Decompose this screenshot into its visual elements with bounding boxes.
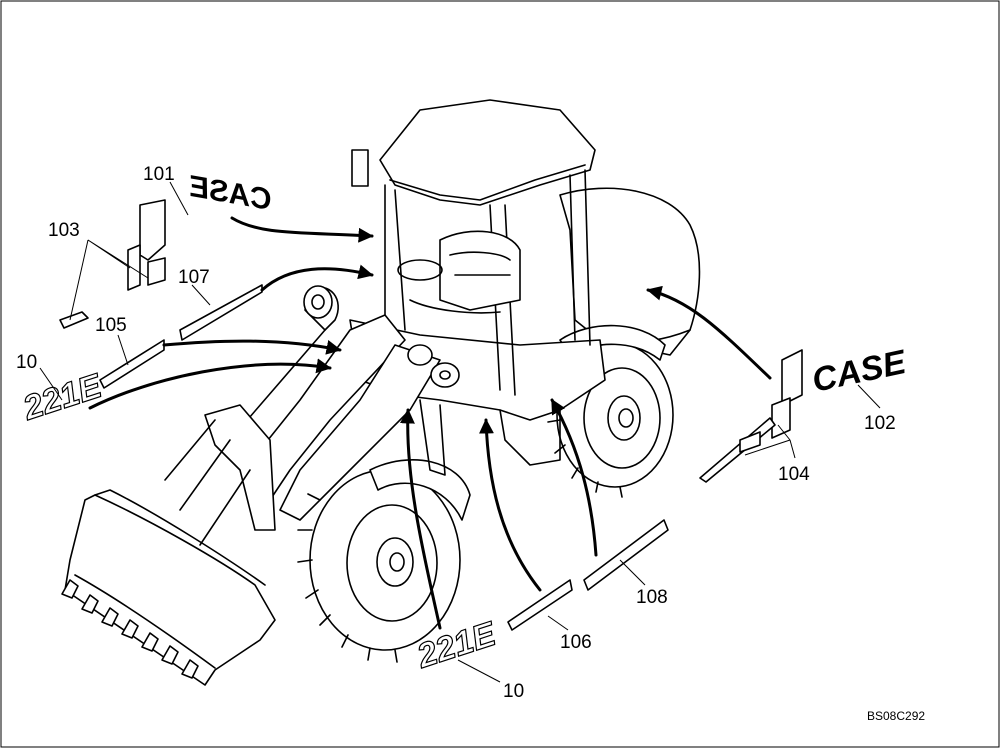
leader-106 (547, 615, 569, 631)
work-light (351, 149, 369, 187)
leader-107 (191, 284, 211, 306)
cab-post-rear-2 (584, 169, 591, 346)
arrow-105 (162, 339, 342, 355)
cab-post-rear (569, 174, 576, 341)
leader-104 (744, 424, 796, 459)
arrow-102 (646, 285, 772, 380)
arrow-10-left (88, 358, 332, 410)
wheel-loader (61, 99, 701, 686)
seat-detail (449, 251, 511, 276)
arrow-108 (550, 398, 598, 557)
front-axle-post (419, 399, 446, 476)
stripe-panel-102 (781, 349, 803, 406)
decal-case-logo-right: CASE (699, 343, 911, 483)
case-logo-mirrored: CASE (186, 170, 275, 217)
decal-stripe-105 (99, 339, 165, 389)
arrow-101 (230, 216, 374, 243)
operator-seat (439, 230, 521, 311)
linkage-bars (164, 419, 251, 546)
model-logo-left: 221E (18, 367, 107, 428)
callout-101: 101 (143, 164, 175, 185)
stripe-panel-103b (147, 257, 166, 286)
bucket-rim (94, 489, 266, 586)
headlight (303, 285, 333, 319)
stripe-panel-101 (139, 199, 166, 261)
placement-arrows (88, 216, 772, 630)
stripe-103-small (59, 311, 89, 329)
leader-10-bottom (457, 659, 501, 683)
loader-arm-left (249, 314, 406, 501)
cab-roof (379, 99, 596, 206)
callout-107: 107 (178, 267, 210, 288)
callout-108: 108 (636, 587, 668, 608)
arrow-10-bottom (399, 408, 442, 630)
drawing-code: BS08C292 (867, 709, 925, 723)
decal-stripe-106 (507, 579, 573, 631)
callout-labels: 101 102 103 104 105 106 107 108 10 10 (16, 164, 896, 702)
steering-wheel (397, 259, 443, 281)
callout-102: 102 (864, 413, 896, 434)
leader-108 (619, 559, 646, 586)
leader-105 (117, 334, 129, 366)
stripe-104 (699, 417, 776, 483)
bucket (64, 494, 276, 686)
leader-10-left (39, 367, 63, 401)
pivot-pin-1 (407, 344, 433, 366)
decal-stripe-107 (179, 284, 263, 341)
bucket-teeth (61, 579, 199, 679)
pivot-pin-2 (430, 362, 460, 388)
callout-10-left: 10 (16, 352, 37, 373)
stripe-panel-103a (127, 244, 141, 291)
callout-105: 105 (95, 315, 127, 336)
loader-arm-right (279, 344, 441, 521)
callout-106: 106 (560, 632, 592, 653)
leader-103 (69, 239, 149, 321)
stripe-panel-104a (771, 397, 791, 439)
callout-10-bottom: 10 (503, 681, 524, 702)
leader-lines (39, 181, 881, 683)
leader-101 (169, 181, 189, 216)
roof-edge (389, 164, 586, 201)
chassis-rear-lower (499, 409, 561, 466)
front-wheel (297, 469, 461, 663)
arrow-106 (478, 418, 542, 592)
leader-102 (857, 384, 881, 409)
decal-case-logo-left: CASE (59, 170, 275, 329)
arrow-107 (260, 264, 374, 292)
bucket-linkage (204, 404, 276, 531)
callout-103: 103 (48, 220, 80, 241)
decal-stripe-108 (583, 519, 669, 591)
stripe-panel-104b (739, 431, 761, 453)
bucket-cutting-edge (74, 574, 216, 669)
cab-floor (409, 299, 501, 314)
case-logo: CASE (809, 343, 911, 400)
cab-post-front-left-2 (394, 189, 406, 331)
callout-104: 104 (778, 464, 810, 485)
